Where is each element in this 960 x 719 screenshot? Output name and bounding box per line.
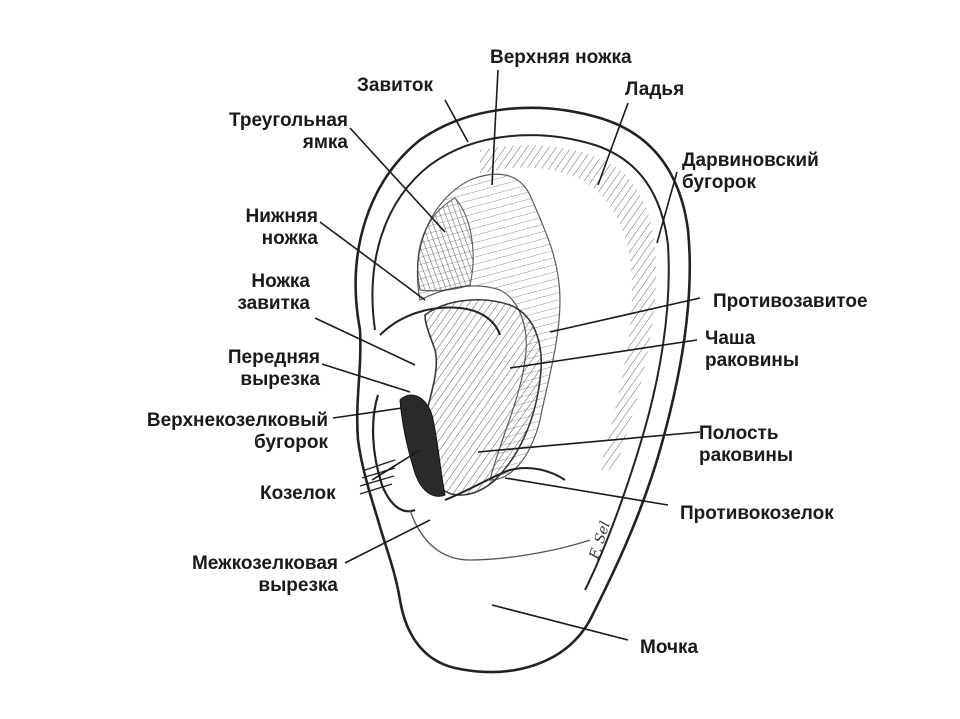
label-verkhnekozelkovy-bugorok: Верхнекозелковый бугорок	[146, 410, 328, 453]
antitragus-outline	[444, 467, 566, 501]
leader-treugolnaya-yamka	[349, 127, 446, 233]
leader-mochka	[491, 604, 629, 641]
leader-verkhnyaya-nozhka	[491, 69, 499, 186]
triangular-fossa	[417, 197, 474, 292]
leader-protivokozelok	[504, 477, 669, 506]
leader-nozhka-zavitka	[314, 317, 416, 366]
label-nozhka-zavitka: Ножка завитка	[237, 271, 310, 314]
leader-chasha	[509, 339, 698, 369]
label-mezhkozelkovaya-vyrezka: Межкозелковая вырезка	[191, 553, 338, 596]
label-ladya: Ладья	[625, 79, 685, 100]
label-darvinovsky-bugorok: Дарвиновский бугорок	[682, 150, 819, 193]
intertragic-shadow	[399, 394, 446, 497]
leader-lines	[314, 69, 701, 641]
leader-perednyaya-vyrezka	[321, 363, 411, 393]
leader-polost	[477, 431, 701, 453]
leader-zavitok	[444, 99, 469, 143]
leader-darvinovsky	[656, 171, 678, 244]
label-chasha-rakoviny: Чаша раковины	[705, 328, 800, 371]
leader-nizhnyaya-nozhka	[319, 221, 426, 301]
lobule-outline	[409, 509, 591, 561]
tragus-outline	[371, 394, 416, 513]
concha	[422, 299, 542, 496]
label-mochka: Мочка	[640, 637, 699, 658]
label-perednyaya-vyrezka: Передняя вырезка	[227, 347, 320, 390]
helix-rim	[371, 134, 670, 591]
label-treugolnaya-yamka: Треугольная ямка	[228, 110, 348, 153]
label-zavitok: Завиток	[357, 75, 433, 96]
label-protivozavitoe: Противозавитое	[713, 291, 868, 312]
label-polost-rakoviny: Полость раковины	[699, 423, 794, 466]
leader-ladya	[597, 102, 629, 186]
label-nizhnyaya-nozhka: Нижняя ножка	[245, 206, 318, 249]
leader-mezhkozelkovaya	[344, 519, 431, 564]
crus-of-helix	[379, 306, 501, 336]
leader-verkhnekozelkovy	[332, 407, 403, 419]
label-verkhnyaya-nozhka: Верхняя ножка	[490, 47, 632, 68]
label-protivokozelok: Противокозелок	[680, 503, 834, 524]
leader-kozelok	[371, 449, 421, 481]
leader-protivozavitoe	[549, 297, 701, 333]
label-kozelok: Козелок	[260, 483, 336, 504]
